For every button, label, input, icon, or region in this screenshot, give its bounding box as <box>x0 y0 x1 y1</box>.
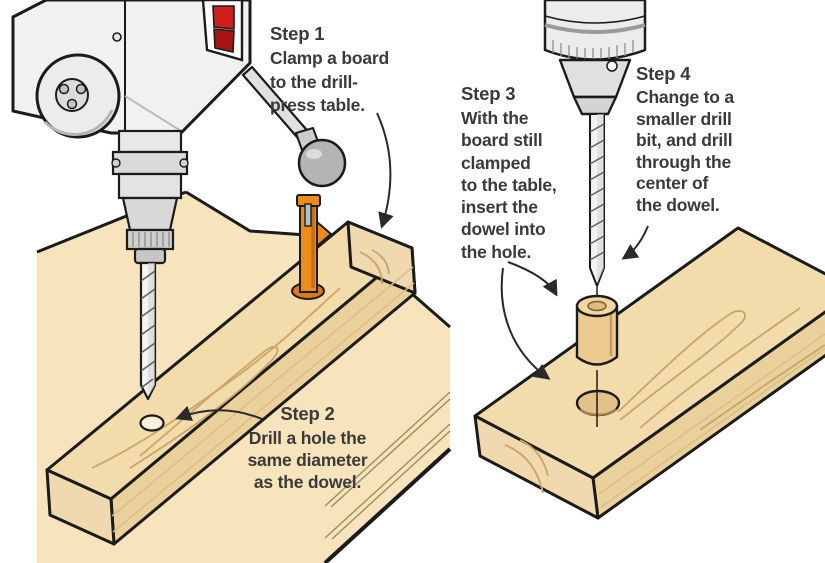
step-4-label: Step 4 Change to a smaller drill bit, an… <box>636 64 771 217</box>
drilled-hole <box>139 414 165 432</box>
dowel-board-illustration <box>473 226 825 520</box>
drill-press-head-icon <box>11 0 252 139</box>
feed-handle-ball <box>297 138 347 188</box>
board-front-grain <box>111 266 415 533</box>
board-grain-lines <box>504 307 825 494</box>
board-left-end-face <box>45 468 116 546</box>
step-4-title: Step 4 <box>636 63 691 84</box>
step-3-label: Step 3 With the board still clamped to t… <box>461 84 576 263</box>
small-chuck-icon <box>543 0 647 116</box>
step-3-arrow-lower <box>500 267 551 380</box>
step-3-arrow-upper <box>507 261 558 297</box>
table-grain-lines <box>324 391 451 540</box>
step-2-body: Drill a hole the same diameter as the do… <box>247 428 368 492</box>
board-end-face <box>473 414 600 520</box>
clamp-icon <box>291 194 332 300</box>
small-drill-bit-icon <box>589 113 605 287</box>
dowel-icon <box>575 294 619 366</box>
step-1-label: Step 1 Clamp a board to the drill- press… <box>270 24 440 118</box>
dowel-top-ring <box>587 300 607 312</box>
step-1-arrow <box>376 112 394 229</box>
step-2-arrow <box>175 405 263 421</box>
step-3-body: With the board still clamped to the tabl… <box>461 108 557 262</box>
feed-handle-icon <box>241 65 347 188</box>
step-1-body: Clamp a board to the drill- press table. <box>270 48 389 115</box>
screw-icon <box>112 32 122 42</box>
clamp-slot <box>304 203 312 227</box>
step-2-label: Step 2 Drill a hole the same diameter as… <box>225 404 390 493</box>
drill-bit-flutes <box>589 123 605 261</box>
step-4-body: Change to a smaller drill bit, and drill… <box>636 87 734 215</box>
board-front-grain <box>598 333 825 508</box>
right-panel-illustration <box>473 0 825 520</box>
step-1-title: Step 1 <box>270 23 325 44</box>
board-grain-lines <box>91 249 390 469</box>
drill-bit-icon <box>139 261 157 401</box>
drill-bit-flutes <box>140 270 156 389</box>
power-switch-icon <box>201 0 244 62</box>
left-panel-illustration <box>11 0 452 563</box>
step-3-title: Step 3 <box>461 83 516 104</box>
chuck-knurling <box>132 232 170 247</box>
step-4-arrow <box>621 225 649 260</box>
pulley-housing-icon <box>35 53 121 139</box>
step-2-title: Step 2 <box>280 403 335 424</box>
